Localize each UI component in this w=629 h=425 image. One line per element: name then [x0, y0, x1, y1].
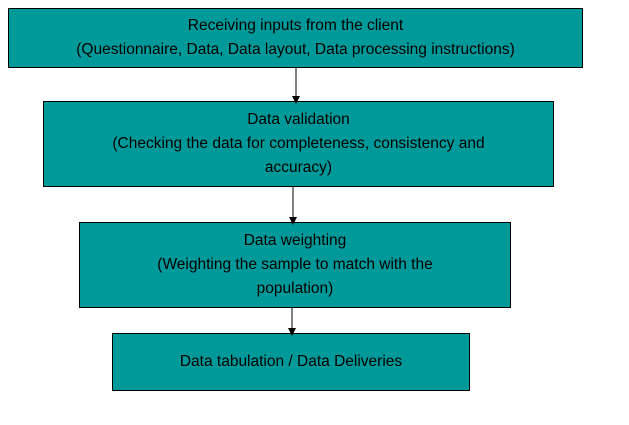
step-detail-line-2: accuracy) [264, 159, 333, 176]
step-data-tabulation-box: Data tabulation / Data Deliveries [112, 333, 470, 391]
step-data-weighting-box: Data weighting (Weighting the sample to … [79, 222, 511, 308]
step-detail: (Questionnaire, Data, Data layout, Data … [76, 41, 515, 58]
step-title: Receiving inputs from the client [187, 17, 404, 34]
step-title: Data validation [247, 111, 350, 128]
step-detail-line-2: population) [256, 280, 334, 297]
step-detail-line-1: (Weighting the sample to match with the [157, 256, 433, 273]
step-detail-line-1: (Checking the data for completeness, con… [112, 135, 485, 152]
step-data-validation-box: Data validation (Checking the data for c… [43, 101, 554, 187]
step-receiving-inputs-box: Receiving inputs from the client (Questi… [8, 8, 583, 68]
step-title: Data weighting [243, 232, 347, 249]
step-title: Data tabulation / Data Deliveries [179, 353, 403, 370]
